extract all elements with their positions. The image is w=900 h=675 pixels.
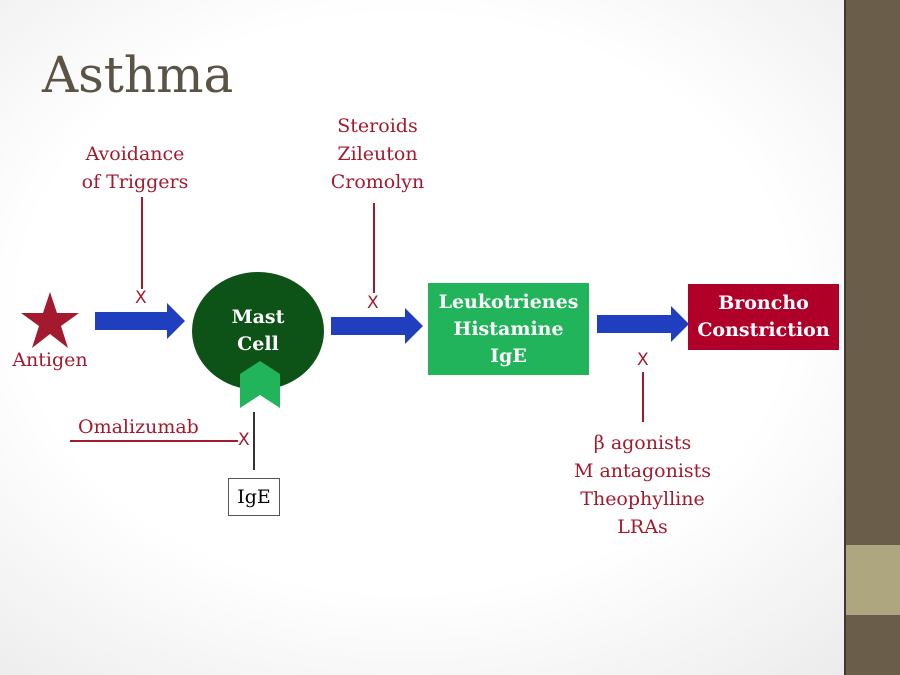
- slide-title: Asthma: [42, 46, 234, 104]
- bronchodilators-arrow: [642, 372, 644, 422]
- star-icon: [21, 292, 79, 348]
- ige-receptor-icon: [240, 361, 280, 408]
- arrow-mast-to-mediators: [331, 308, 423, 344]
- block-mark: X: [637, 350, 649, 370]
- arrow-mediators-to-broncho: [597, 306, 689, 342]
- stabilizers-arrow: [373, 203, 375, 293]
- omalizumab-arrow: [70, 440, 238, 442]
- ige-box: IgE: [228, 478, 280, 516]
- ige-arrow: [253, 412, 255, 470]
- block-mark: X: [367, 293, 379, 313]
- antigen-label: Antigen: [12, 349, 88, 371]
- block-mark: X: [135, 288, 147, 308]
- sidebar-accent: [846, 545, 900, 615]
- arrow-antigen-to-mast: [95, 303, 185, 339]
- omalizumab-label: Omalizumab: [78, 416, 199, 438]
- avoidance-arrow: [141, 197, 143, 289]
- block-mark: X: [238, 430, 250, 450]
